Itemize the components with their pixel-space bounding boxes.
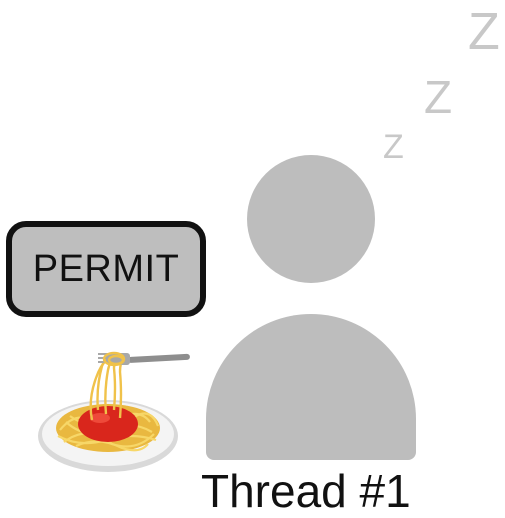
permit-label: PERMIT <box>33 248 180 291</box>
sleep-z-medium: Z <box>424 74 452 120</box>
permit-box: PERMIT <box>6 221 206 317</box>
person-head <box>247 155 375 283</box>
thread-label: Thread #1 <box>201 468 411 514</box>
sleep-z-large: Z <box>468 6 500 58</box>
person-body <box>206 314 416 460</box>
spaghetti-icon <box>36 348 196 478</box>
tomato-sauce <box>78 406 138 442</box>
sauce-highlight <box>90 413 110 423</box>
person-silhouette-icon <box>200 150 420 460</box>
